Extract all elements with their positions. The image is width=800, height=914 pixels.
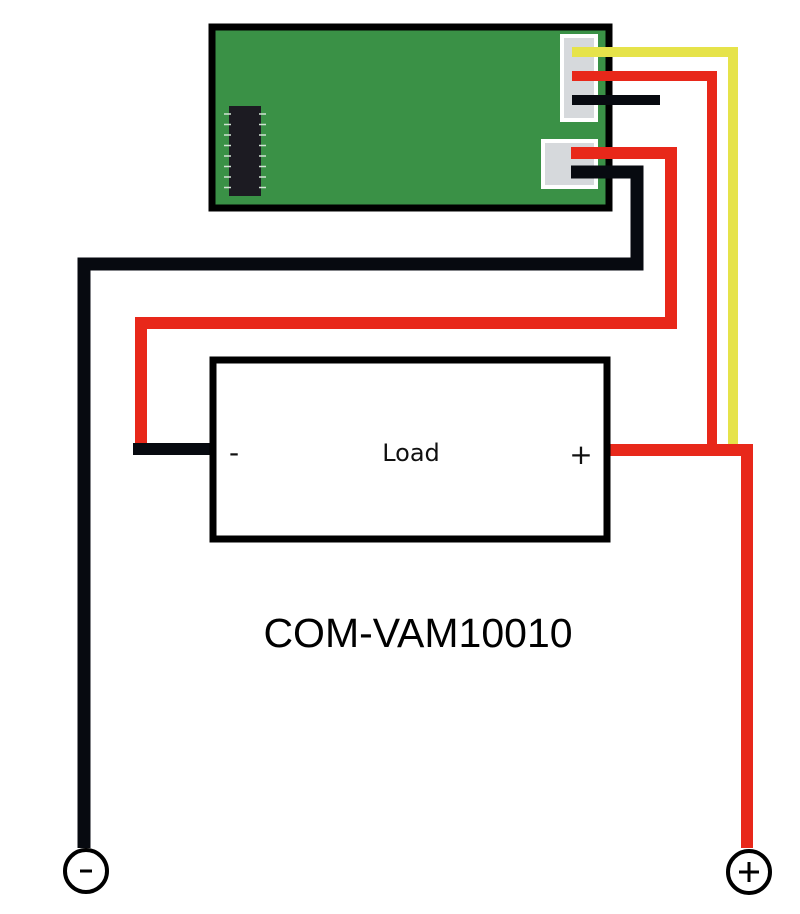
ic-chip bbox=[224, 106, 266, 196]
diagram-title: COM-VAM10010 bbox=[263, 610, 572, 656]
ic-pins bbox=[224, 113, 266, 189]
ic-body bbox=[229, 106, 261, 196]
wire-black-negative bbox=[77, 165, 644, 848]
wire-yellow-signal bbox=[572, 47, 738, 445]
wire-red-positive bbox=[608, 444, 753, 848]
load-box bbox=[209, 356, 611, 543]
module-board bbox=[208, 23, 613, 212]
pcb-board bbox=[208, 23, 613, 212]
wire-red-signal bbox=[572, 71, 717, 445]
positive-terminal bbox=[726, 849, 772, 895]
load-minus-label: - bbox=[229, 436, 239, 469]
wire-red-power-shunt bbox=[135, 147, 677, 444]
load-plus-label: + bbox=[569, 438, 592, 471]
load-label: Load bbox=[382, 439, 440, 467]
negative-terminal bbox=[63, 848, 109, 894]
load: Load - + bbox=[209, 356, 611, 543]
